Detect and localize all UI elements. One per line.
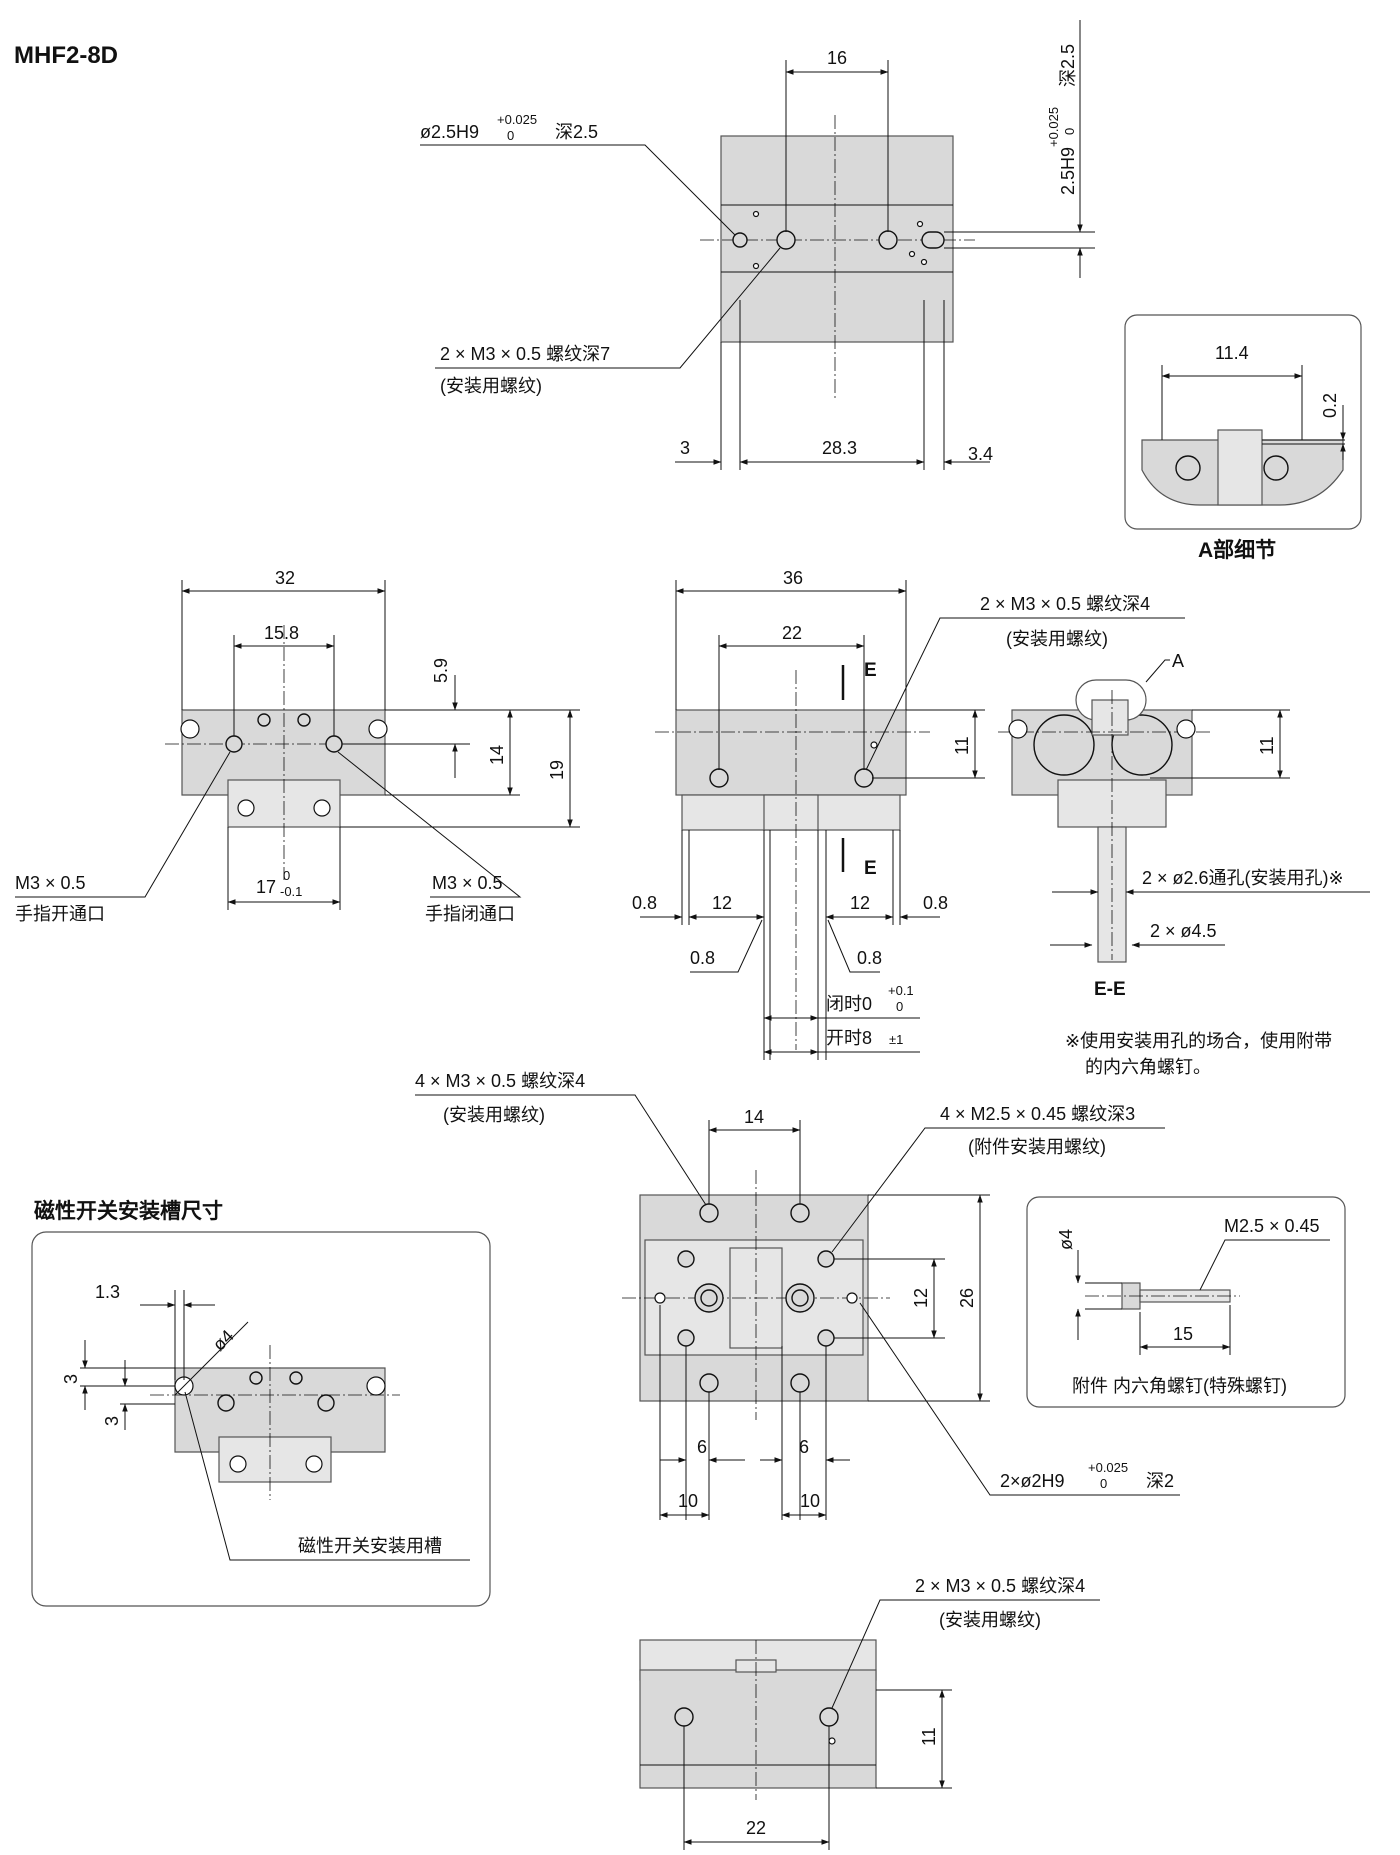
dim-3: 3 (680, 438, 690, 458)
drawing-title: MHF2-8D (14, 42, 118, 69)
dim-6-right: 6 (799, 1437, 809, 1457)
thread-m25-label: 4 × M2.5 × 0.45 螺纹深3 (940, 1104, 1135, 1124)
svg-text:0: 0 (283, 868, 290, 883)
dim-16: 16 (827, 48, 847, 68)
svg-text:+0.025: +0.025 (1046, 107, 1061, 147)
dim-11-ee: 11 (1257, 736, 1277, 755)
port-close-note: 手指闭通口 (425, 904, 515, 924)
top-view: 16 ø2.5H9 +0.025 0 深2.5 2 × M3 × 0.5 螺纹深… (420, 20, 1095, 470)
section-e-bottom: E (864, 858, 877, 879)
dim-0-8-a: 0.8 (632, 893, 657, 913)
svg-text:0: 0 (1062, 128, 1077, 135)
detail-11-4: 11.4 (1215, 343, 1249, 363)
top-view-body (720, 135, 954, 343)
closed-label: 闭时0 (826, 994, 872, 1014)
dim-12-a: 12 (712, 893, 732, 913)
svg-text:0: 0 (896, 999, 903, 1014)
top-thread-hole-left (776, 230, 796, 250)
dim-28-3: 28.3 (822, 438, 857, 458)
port-close-label: M3 × 0.5 (432, 873, 503, 893)
svg-text:0: 0 (507, 128, 514, 143)
dim-14: 14 (487, 745, 507, 765)
dim-10-right: 10 (800, 1491, 820, 1511)
screw-accessory: ø4 15 M2.5 × 0.45 附件 内六角螺钉(特殊螺钉) (1026, 1196, 1346, 1408)
screw-thread: M2.5 × 0.45 (1224, 1216, 1320, 1236)
note-line-1: ※使用安装用孔的场合，使用附带 (1065, 1031, 1332, 1051)
hole-top-label: ø2.5H9 (420, 122, 479, 142)
dim-0-8-c: 0.8 (690, 948, 715, 968)
pin-hole-label: 2×ø2H9 (1000, 1471, 1065, 1491)
top-slot (921, 231, 945, 249)
thread-bottom4-label: 4 × M3 × 0.5 螺纹深4 (415, 1071, 585, 1091)
svg-text:+0.1: +0.1 (888, 983, 914, 998)
front-view: 36 22 E E 11 2 × M3 × 0.5 螺纹深4 (安装用螺纹) 0… (632, 568, 1185, 1060)
dim-3-4: 3.4 (968, 444, 993, 464)
dim-6-left: 6 (697, 1437, 707, 1457)
dia-4-5: 2 × ø4.5 (1150, 921, 1217, 941)
dim-11-bottom: 11 (919, 1727, 939, 1746)
dim-0-8-b: 0.8 (923, 893, 948, 913)
detail-a: 11.4 0.2 A部细节 (1124, 314, 1362, 562)
dim-14-bottom: 14 (744, 1107, 764, 1127)
dim-36: 36 (783, 568, 803, 588)
port-open-label: M3 × 0.5 (15, 873, 86, 893)
section-ee-view: 11 A 2 × ø2.6通孔(安装用孔)※ 2 × ø4.5 E-E ※使用安… (998, 651, 1370, 1077)
dim-15-8: 15.8 (264, 623, 299, 643)
switch-1-3: 1.3 (95, 1282, 120, 1302)
dim-12-bottom: 12 (911, 1288, 931, 1308)
switch-groove-panel: 磁性开关安装槽尺寸 1.3 ø4 3 3 磁性开关安装用槽 (31, 1199, 491, 1607)
port-open-note: 手指开通口 (15, 904, 105, 924)
through-hole-label: 2 × ø2.6通孔(安装用孔)※ (1142, 868, 1344, 888)
dim-26: 26 (957, 1288, 977, 1308)
detail-0-2: 0.2 (1320, 393, 1340, 418)
section-e-top: E (864, 660, 877, 681)
thread-front-label: 2 × M3 × 0.5 螺纹深4 (980, 594, 1150, 614)
dim-22-front: 22 (782, 623, 802, 643)
top-thread-hole-right (878, 230, 898, 250)
side-view: 32 15.8 5.9 14 19 17 0 -0.1 M3 × 0.5 手指开… (15, 568, 580, 924)
switch-title: 磁性开关安装槽尺寸 (34, 1199, 223, 1223)
dim-22-bottom: 22 (746, 1818, 766, 1838)
dim-19: 19 (547, 760, 567, 780)
detail-a-title: A部细节 (1198, 538, 1276, 562)
dim-10-left: 10 (678, 1491, 698, 1511)
svg-text:(安装用螺纹): (安装用螺纹) (939, 1610, 1041, 1630)
dim-11-front: 11 (952, 736, 972, 755)
svg-text:-0.1: -0.1 (280, 884, 302, 899)
svg-text:(安装用螺纹): (安装用螺纹) (443, 1105, 545, 1125)
dim-0-8-d: 0.8 (857, 948, 882, 968)
open-label: 开时8 (826, 1028, 872, 1048)
dim-5-9: 5.9 (431, 658, 451, 683)
section-ee-title: E-E (1094, 979, 1126, 1000)
svg-text:(附件安装用螺纹): (附件安装用螺纹) (968, 1137, 1106, 1157)
slot-label: 2.5H9 (1058, 147, 1078, 195)
svg-text:+0.025: +0.025 (1088, 1460, 1128, 1475)
dim-12-b: 12 (850, 893, 870, 913)
dim-32: 32 (275, 568, 295, 588)
screw-caption: 附件 内六角螺钉(特殊螺钉) (1072, 1376, 1287, 1396)
svg-text:深2.5: 深2.5 (1058, 44, 1078, 87)
dim-17: 17 (256, 877, 276, 897)
svg-text:深2: 深2 (1146, 1471, 1174, 1491)
thread-top-label: 2 × M3 × 0.5 螺纹深7 (440, 344, 610, 364)
svg-text:(安装用螺纹): (安装用螺纹) (1006, 629, 1108, 649)
switch-groove-label: 磁性开关安装用槽 (298, 1536, 442, 1556)
top-pin-hole (732, 232, 748, 248)
screw-len: 15 (1173, 1324, 1193, 1344)
screw-dia: ø4 (1056, 1229, 1076, 1250)
detail-a-mark: A (1172, 651, 1184, 671)
switch-3-b: 3 (102, 1416, 122, 1426)
svg-text:±1: ±1 (889, 1032, 903, 1047)
svg-text:(安装用螺纹): (安装用螺纹) (440, 376, 542, 396)
bottom-view: 14 4 × M3 × 0.5 螺纹深4 (安装用螺纹) 4 × M2.5 × … (415, 1071, 1180, 1520)
note-line-2: 的内六角螺钉。 (1085, 1057, 1211, 1077)
bottom-thread-label: 2 × M3 × 0.5 螺纹深4 (915, 1576, 1085, 1596)
switch-3-a: 3 (61, 1374, 81, 1384)
svg-text:+0.025: +0.025 (497, 112, 537, 127)
svg-text:深2.5: 深2.5 (555, 122, 598, 142)
bottom-front-view: 11 22 2 × M3 × 0.5 螺纹深4 (安装用螺纹) (639, 1576, 1100, 1850)
svg-text:0: 0 (1100, 1476, 1107, 1491)
